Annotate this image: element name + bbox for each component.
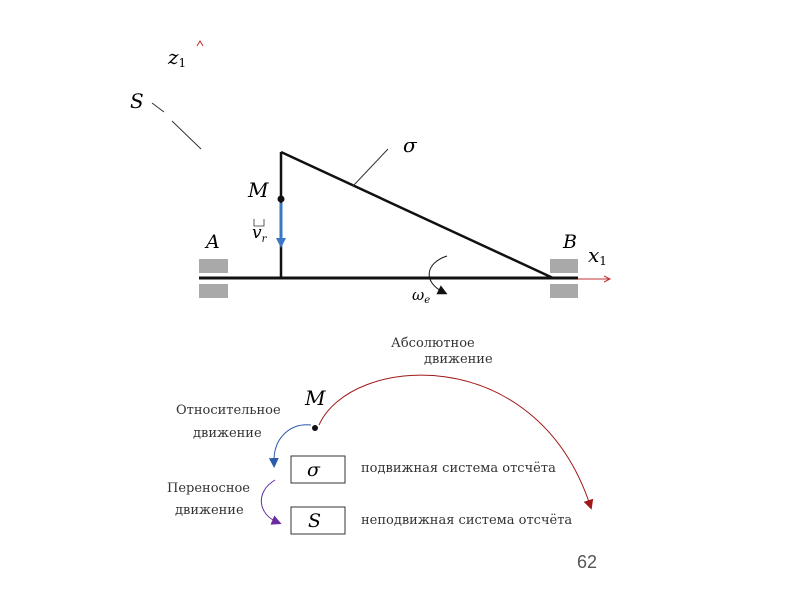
- abs-motion-arrow: [318, 374, 594, 510]
- trans-motion-label-line1: Переносное: [167, 481, 250, 496]
- rel-motion-arrow: [268, 424, 312, 468]
- z1-label: z1: [167, 45, 186, 70]
- sigma-box-label: σ: [307, 459, 321, 481]
- s-axis-line: [171, 120, 202, 150]
- s-box: [290, 506, 346, 535]
- sigma-top-label: σ: [403, 133, 418, 157]
- trans-motion-arrow: [260, 479, 282, 525]
- point-b-label: B: [562, 231, 577, 253]
- triangle-hypotenuse: [280, 150, 554, 280]
- s-box-label: S: [308, 510, 321, 532]
- moving-frame-label: подвижная система отсчёта: [361, 461, 556, 476]
- x1-label: x1: [588, 243, 607, 268]
- abs-motion-label-line1: Абсолютное: [391, 336, 475, 351]
- bearing-b-bottom: [550, 284, 578, 298]
- s-axis-label: S: [130, 89, 144, 113]
- rotation-arc: [428, 255, 448, 295]
- s-axis-leader: [151, 102, 165, 113]
- velocity-vector-mark: [253, 219, 265, 227]
- point-m-bottom: [312, 425, 318, 431]
- bearing-a-bottom: [199, 284, 228, 298]
- bearing-b-top: [550, 259, 578, 273]
- fixed-frame-label: неподвижная система отсчёта: [361, 513, 572, 528]
- sigma-box: [290, 455, 346, 484]
- velocity-label: vr: [252, 223, 268, 245]
- trans-motion-label-line2: движение: [175, 503, 244, 518]
- point-m: [277, 195, 285, 203]
- rel-motion-label-line1: Относительное: [176, 403, 281, 418]
- z1-axis-arrowhead: [196, 40, 204, 47]
- x1-axis-arrowhead: [603, 275, 612, 283]
- point-a-label: A: [204, 231, 220, 253]
- bearing-a-top: [199, 259, 228, 273]
- m-top-label: M: [247, 178, 269, 202]
- abs-motion-label-line2: движение: [424, 352, 493, 367]
- sigma-leader: [352, 148, 389, 187]
- m-bottom-label: M: [304, 386, 326, 410]
- rel-motion-label-line2: движение: [193, 426, 262, 441]
- omega-label: ωe: [412, 286, 430, 306]
- page-number: 62: [577, 552, 598, 572]
